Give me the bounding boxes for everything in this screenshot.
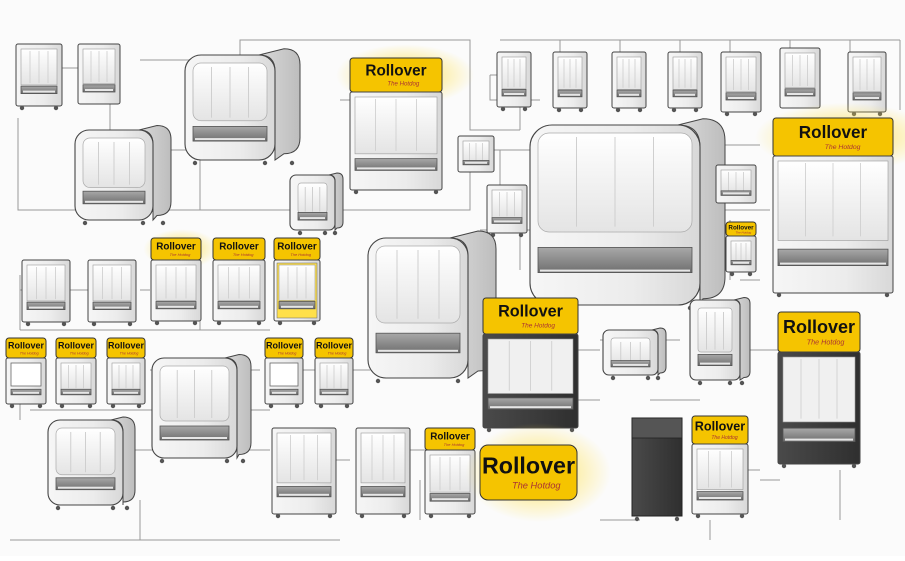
brand-name: Rollover [728,224,754,231]
brand-tagline: The Hotdog [233,252,254,257]
cart-sketch-flat [21,259,71,327]
brand-tagline: The Hotdog [736,230,752,234]
brand-name: Rollover [277,241,317,252]
cart-sketch-flat [15,43,63,111]
brand-name: Rollover [482,453,575,479]
cart-sketch-flat [720,51,762,117]
cart-sketch-flat [87,259,137,327]
brand-tagline: The Hotdog [290,252,311,257]
brand-name: Rollover [799,123,868,142]
cart-sketch-perspective [47,416,136,511]
brand-name: Rollover [266,340,303,350]
cart-sketch-perspective [689,296,751,386]
brand-tagline: The Hotdog [444,442,465,447]
cart-sketch-flat [667,51,703,113]
brand-tagline: The Hotdog [512,481,561,491]
cart-sketch-flat [77,43,121,105]
brand-name: Rollover [58,340,95,350]
cart-sketch-perspective [602,327,667,381]
cart-sketch-flat [457,135,495,173]
cart-sketch-flat [552,51,588,113]
cart-sketch-flat [355,427,411,519]
brand-name: Rollover [8,340,45,350]
brand-tagline: The Hotdog [170,252,191,257]
brand-name: Rollover [316,340,353,350]
cart-sketch-flat [271,427,337,519]
cart-sketch-perspective [74,124,172,226]
cart-sketch-perspective [367,230,497,384]
cart-sketch-flat [486,184,528,238]
brand-tagline: The Hotdog [120,351,139,355]
cart-sketch-flat [715,164,757,204]
cart-sketch-hero [529,118,726,311]
brand-name: Rollover [108,340,145,350]
brand-tagline: The Hotdog [807,338,845,347]
brand-name: Rollover [156,241,196,252]
brand-name: Rollover [695,420,745,434]
brand-name: Rollover [365,63,426,80]
brand-tagline: The Hotdog [825,144,861,151]
brand-tagline: The Hotdog [70,351,89,355]
brand-tagline: The Hotdog [20,351,39,355]
brand-name: Rollover [219,241,259,252]
cabinet-sketch-dark-tall [631,417,683,522]
cart-sketch-perspective [289,172,344,236]
brand-tagline: The Hotdog [711,435,737,441]
brand-tagline: The Hotdog [278,351,297,355]
cart-sketch-flat [847,51,887,117]
cart-sketch-flat [779,47,821,109]
brand-tagline: The Hotdog [521,322,555,329]
cart-sketch-flat [611,51,647,113]
brand-name: Rollover [430,431,470,442]
brand-tagline: The Hotdog [387,81,420,88]
brand-name: Rollover [783,317,855,337]
cart-sketch-large-perspective [184,48,301,166]
cart-sketch-perspective [151,353,252,464]
cart-sketch-flat [496,51,532,112]
brand-name: Rollover [498,303,563,321]
brand-tagline: The Hotdog [328,351,347,355]
